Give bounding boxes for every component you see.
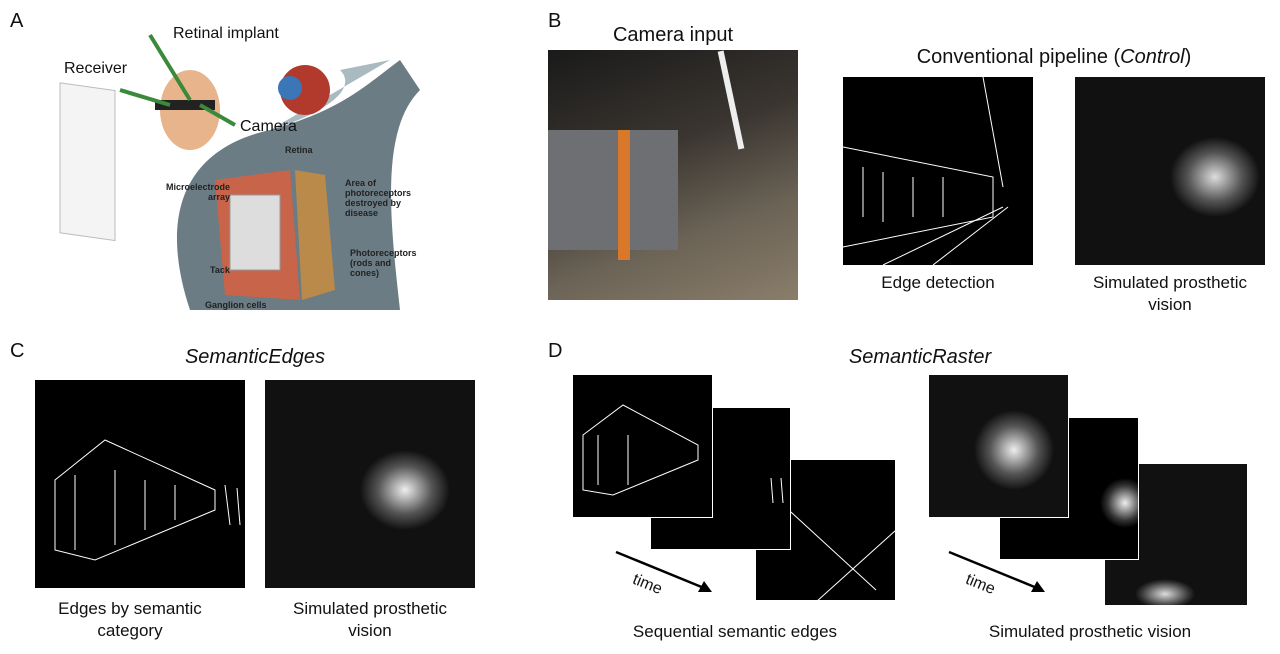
control-spv-caption: Simulated prosthetic vision: [1092, 273, 1248, 314]
semantic-edges-title: SemanticEdges: [184, 346, 326, 368]
pipeline-title: Conventional pipeline (Control): [843, 46, 1265, 69]
inset-retina: Retina: [285, 145, 313, 155]
panel-label-d: D: [548, 340, 563, 362]
eye-chart: [59, 82, 116, 242]
retinal-implant-illustration: [59, 33, 420, 310]
camera-input-title: Camera input: [612, 24, 734, 46]
inset-area: Area of photoreceptors destroyed by dise…: [345, 178, 412, 218]
control-prosthetic-vision-image: [1075, 77, 1265, 265]
pipeline-title-text: Conventional pipeline (: [916, 46, 1121, 68]
raster-spv-caption: Simulated prosthetic vision: [988, 622, 1192, 641]
panel-label-b: B: [548, 10, 562, 32]
pipeline-title-italic: Control: [1120, 46, 1185, 68]
pipeline-title-close: ): [1184, 46, 1192, 68]
time-arrow-icon: [615, 550, 712, 592]
raster-spv-frame-1: [928, 374, 1069, 518]
camera-input-image: [548, 50, 798, 300]
semantic-edges-spv-caption: Simulated prosthetic vision: [292, 599, 448, 640]
semantic-edges-image: [35, 380, 245, 588]
raster-edge-frame-1: [572, 374, 713, 518]
callout-receiver: Receiver: [64, 60, 128, 77]
panel-label-a: A: [10, 10, 24, 32]
inset-photoreceptors: Photoreceptors (rods and cones): [350, 248, 417, 278]
callout-retinal-implant: Retinal implant: [173, 25, 279, 42]
edge-detection-image: [843, 77, 1033, 265]
panel-label-c: C: [10, 340, 25, 362]
inset-microelectrode: Microelectrode array: [165, 182, 230, 202]
semantic-edges-spv-image: [265, 380, 475, 588]
inset-ganglion: Ganglion cells: [205, 300, 267, 310]
edge-detection-caption: Edge detection: [881, 273, 995, 292]
callout-camera: Camera: [240, 118, 297, 135]
inset-tack: Tack: [210, 265, 230, 275]
semantic-edges-caption: Edges by semantic category: [58, 599, 202, 640]
raster-edges-caption: Sequential semantic edges: [632, 622, 838, 641]
semantic-raster-title: SemanticRaster: [848, 346, 992, 368]
time-arrow-icon: [948, 550, 1045, 592]
